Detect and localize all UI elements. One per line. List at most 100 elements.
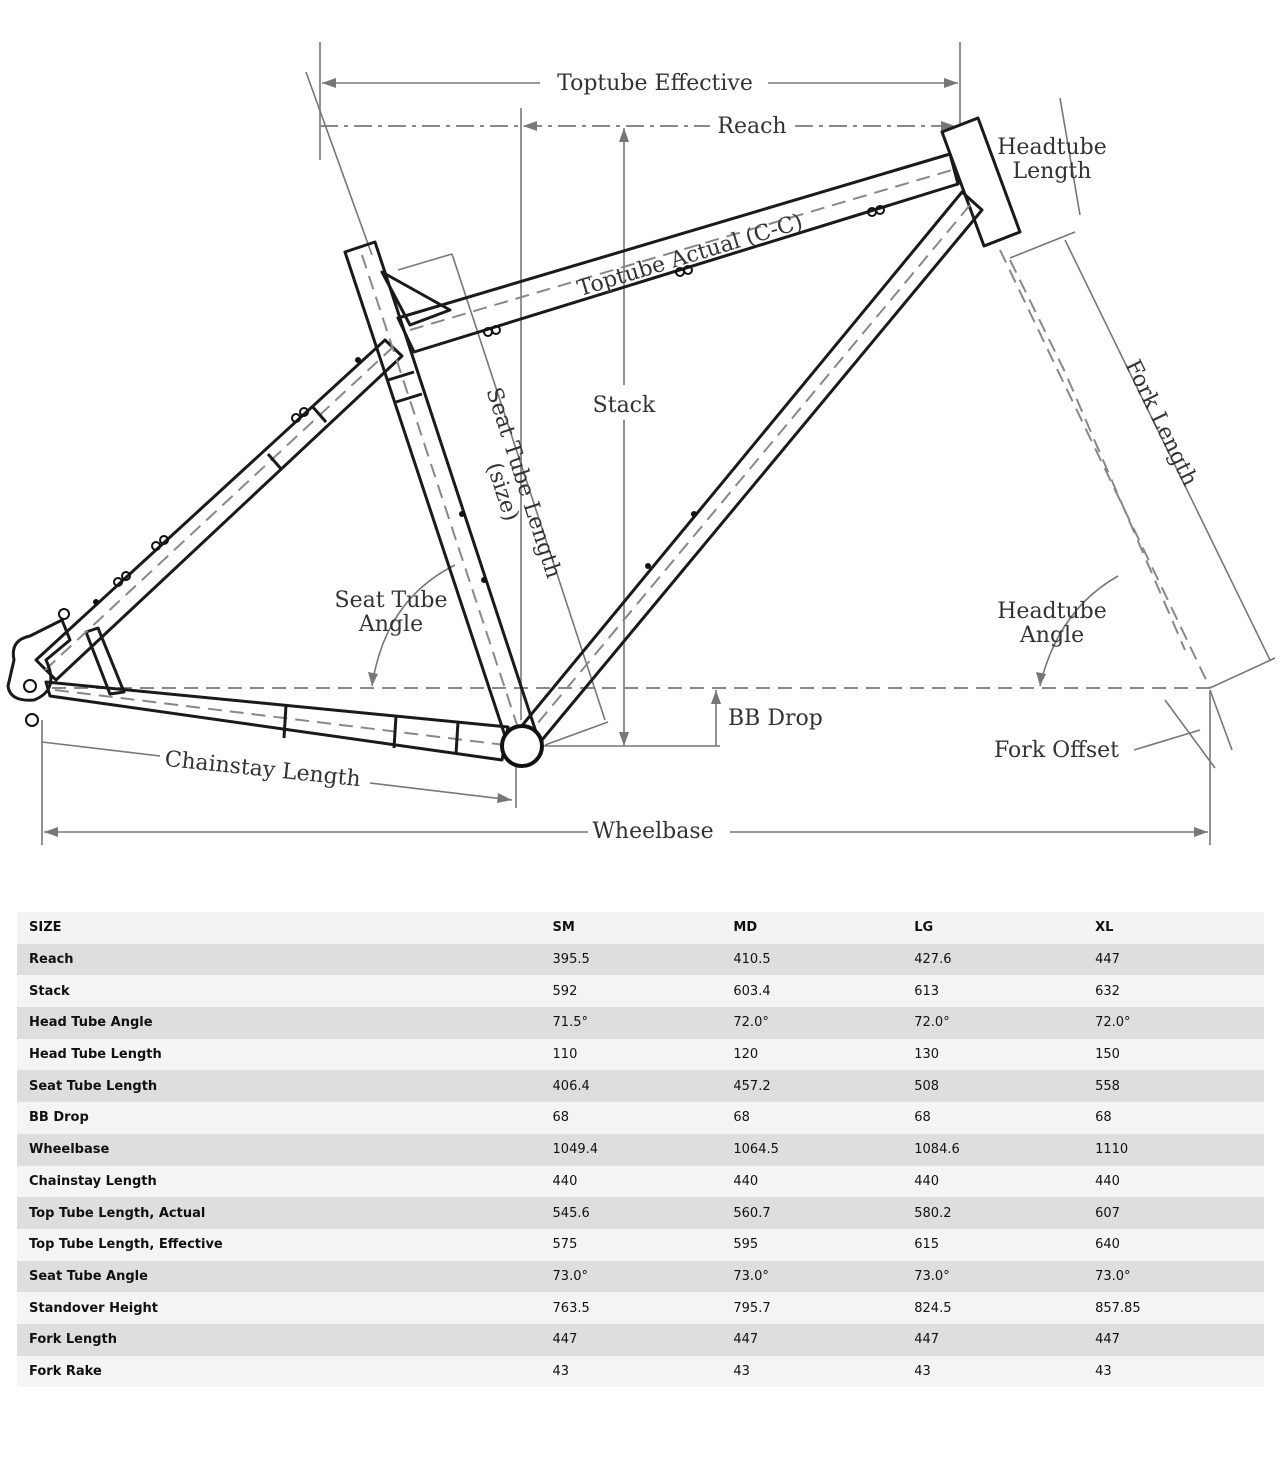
value-cell: LG xyxy=(902,912,1084,944)
value-cell: 43 xyxy=(721,1355,903,1388)
value-cell: 427.6 xyxy=(902,943,1084,976)
value-cell: 632 xyxy=(1083,975,1264,1008)
value-cell: 68 xyxy=(540,1102,722,1134)
value-cell: 1064.5 xyxy=(721,1133,903,1166)
value-cell: 72.0° xyxy=(902,1007,1084,1039)
value-cell: 447 xyxy=(902,1323,1084,1356)
value-cell: 440 xyxy=(721,1165,903,1198)
label-wheelbase: Wheelbase xyxy=(592,819,713,844)
value-cell: 68 xyxy=(902,1102,1084,1134)
label-headtube-length-line2: Length xyxy=(1013,159,1092,184)
value-cell: 43 xyxy=(902,1355,1084,1388)
stack-dimension xyxy=(619,128,629,746)
value-cell: 68 xyxy=(1083,1102,1264,1134)
row-label-cell: Top Tube Length, Actual xyxy=(17,1197,541,1229)
value-cell: XL xyxy=(1083,912,1264,944)
label-seat-tube-angle-line1: Seat Tube xyxy=(335,588,448,613)
label-fork-offset: Fork Offset xyxy=(994,738,1119,763)
row-label-cell: Seat Tube Angle xyxy=(17,1260,541,1293)
chainstay xyxy=(44,680,510,762)
value-cell: 447 xyxy=(1083,1323,1264,1356)
value-cell: 545.6 xyxy=(540,1197,722,1229)
value-cell: 580.2 xyxy=(902,1197,1084,1229)
row-label-cell: Chainstay Length xyxy=(17,1165,541,1198)
row-label-cell: Reach xyxy=(17,943,541,976)
label-headtube-angle-line2: Angle xyxy=(1019,623,1084,648)
row-label-cell: Wheelbase xyxy=(17,1133,541,1166)
toptube-effective-dimension xyxy=(322,78,958,88)
value-cell: 73.0° xyxy=(1083,1260,1264,1293)
label-headtube-length-line1: Headtube xyxy=(997,135,1107,160)
value-cell: 763.5 xyxy=(540,1292,722,1324)
value-cell: 558 xyxy=(1083,1070,1264,1103)
value-cell: 440 xyxy=(902,1165,1084,1198)
value-cell: 607 xyxy=(1083,1197,1264,1229)
value-cell: 440 xyxy=(1083,1165,1264,1198)
wheelbase-dimension xyxy=(41,690,1211,845)
rear-dropout xyxy=(6,608,72,727)
value-cell: 1084.6 xyxy=(902,1133,1084,1166)
value-cell: 440 xyxy=(540,1165,722,1198)
reach-dimension xyxy=(320,108,955,720)
value-cell: 73.0° xyxy=(721,1260,903,1293)
value-cell: 73.0° xyxy=(540,1260,722,1293)
value-cell: 575 xyxy=(540,1228,722,1261)
row-label-cell: Fork Rake xyxy=(17,1355,541,1388)
top-tube xyxy=(396,152,960,354)
frame-geometry-diagram: Toptube Effective Reach Headtube Length … xyxy=(6,42,1276,845)
value-cell: 71.5° xyxy=(540,1007,722,1039)
value-cell: 130 xyxy=(902,1038,1084,1071)
label-seat-tube-angle-line2: Angle xyxy=(358,612,423,637)
row-label-cell: Head Tube Angle xyxy=(17,1007,541,1039)
value-cell: 68 xyxy=(721,1102,903,1134)
value-cell: 795.7 xyxy=(721,1292,903,1324)
value-cell: 43 xyxy=(1083,1355,1264,1388)
label-bb-drop: BB Drop xyxy=(728,706,823,731)
value-cell: 457.2 xyxy=(721,1070,903,1103)
value-cell: 72.0° xyxy=(721,1007,903,1039)
value-cell: 447 xyxy=(1083,943,1264,976)
value-cell: 1049.4 xyxy=(540,1133,722,1166)
chainstay-length-dimension xyxy=(41,741,517,808)
fork-length-dimension xyxy=(1064,239,1276,689)
headtube-length-dimension xyxy=(1009,97,1081,259)
value-cell: 447 xyxy=(721,1323,903,1356)
label-toptube-effective: Toptube Effective xyxy=(557,71,753,96)
value-cell: 447 xyxy=(540,1323,722,1356)
value-cell: 410.5 xyxy=(721,943,903,976)
row-label-cell: Fork Length xyxy=(17,1323,541,1356)
value-cell: 150 xyxy=(1083,1038,1264,1071)
value-cell: 120 xyxy=(721,1038,903,1071)
value-cell: 595 xyxy=(721,1228,903,1261)
value-cell: 560.7 xyxy=(721,1197,903,1229)
value-cell: 110 xyxy=(540,1038,722,1071)
headtube-angle-arc xyxy=(1039,575,1119,687)
row-label-cell: BB Drop xyxy=(17,1102,541,1134)
label-reach: Reach xyxy=(717,114,786,139)
value-cell: 640 xyxy=(1083,1228,1264,1261)
value-cell: 615 xyxy=(902,1228,1084,1261)
row-label-cell: Top Tube Length, Effective xyxy=(17,1228,541,1261)
label-stack: Stack xyxy=(593,393,656,418)
value-cell: 857.85 xyxy=(1083,1292,1264,1324)
row-label-cell: SIZE xyxy=(17,912,541,944)
row-label-cell: Stack xyxy=(17,975,541,1008)
head-tube xyxy=(940,116,1022,248)
seat-tube-angle-arc xyxy=(371,564,456,687)
bottom-bracket xyxy=(500,724,544,768)
